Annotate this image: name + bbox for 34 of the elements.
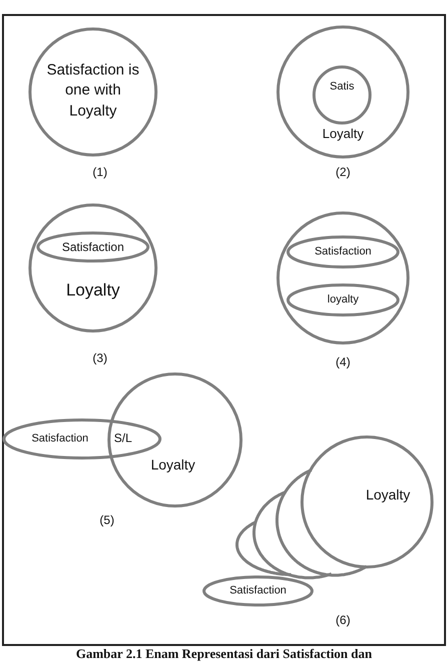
- overlap-label: S/L: [114, 431, 132, 445]
- panel-number: (1): [92, 165, 108, 179]
- node-label: Satisfaction: [314, 244, 372, 260]
- ellipse-outline: [288, 237, 398, 267]
- circle-outline: [30, 205, 156, 331]
- ellipse-outline: [38, 233, 148, 261]
- circle-outline: [302, 437, 432, 567]
- panel-number: (2): [336, 165, 350, 179]
- panel-number: (3): [92, 351, 108, 365]
- ellipse-outline: [4, 420, 160, 458]
- circle-outline: [278, 27, 408, 157]
- node-label: Satisfaction: [228, 584, 288, 598]
- node-label: Loyalty: [65, 280, 121, 302]
- empty-circle: [278, 213, 408, 343]
- ellipse-outline: [288, 285, 398, 315]
- panel-number: (6): [336, 613, 350, 627]
- node-label: loyalty: [326, 292, 360, 308]
- node-label: Satisfaction: [60, 238, 126, 256]
- crescent-outline: [275, 468, 369, 577]
- circle-outline: [314, 67, 370, 123]
- node-label: Loyalty: [150, 456, 196, 474]
- panel-number: (5): [100, 513, 114, 527]
- figure-caption: Gambar 2.1 Enam Representasi dari Satisfaction dan: [74, 646, 373, 662]
- node-label: Satis: [328, 80, 356, 94]
- circle-outline: [30, 29, 156, 155]
- crescent-outline: [252, 490, 334, 580]
- ellipse-outline: [204, 577, 312, 605]
- node-label: Satisfaction: [30, 432, 90, 446]
- crescent-outline: [235, 520, 294, 577]
- node-label: Loyalty: [321, 125, 365, 143]
- panel-number: (4): [336, 355, 350, 369]
- circle-outline: [109, 374, 241, 506]
- node-label: Loyalty: [364, 486, 412, 504]
- node-label: Satisfaction is one with Loyalty: [46, 60, 140, 122]
